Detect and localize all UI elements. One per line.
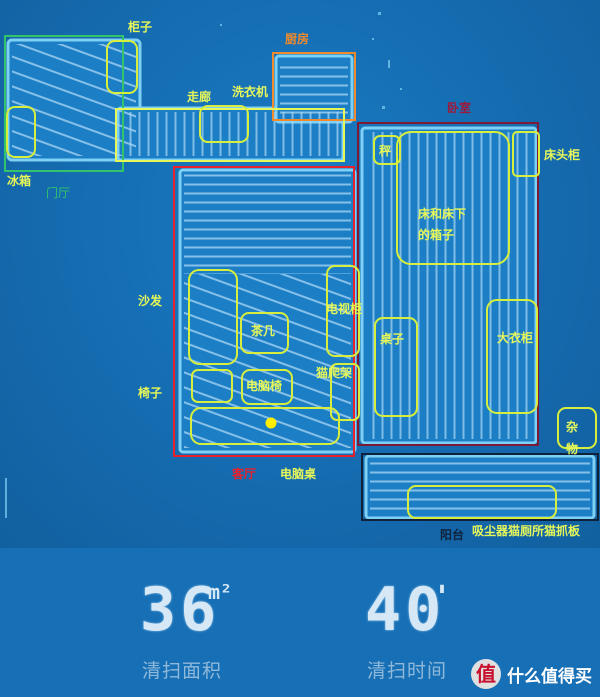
computer-chair-box (241, 369, 293, 405)
label-nightstand: 床头柜 (544, 148, 581, 162)
sensor-noise (5, 12, 402, 518)
label-computer-desk: 电脑桌 (280, 467, 317, 481)
corridor-box (199, 105, 249, 143)
label-kitchen: 厨房 (285, 32, 310, 46)
nightstand-box (512, 131, 540, 177)
sofa-box (188, 269, 238, 365)
label-tv-cabinet: 电视柜 (326, 302, 363, 316)
cleaning-paths (12, 44, 590, 514)
desk-box (374, 317, 418, 417)
label-bed-line1: 床和床下 (418, 207, 467, 221)
label-washing-machine: 洗衣机 (232, 85, 269, 99)
robot-dot (265, 417, 277, 429)
sundries-box (557, 407, 597, 449)
cabinet-box (106, 40, 138, 94)
label-scale: 秤 (379, 144, 392, 158)
time-unit: ' (433, 580, 452, 615)
cleaning-map[interactable]: 厨房 卧室 客厅 阳台 门厅 柜子 冰箱 走廊 洗衣机 秤 床头柜 床和床下 的… (0, 0, 600, 548)
balcony-outline (361, 453, 599, 521)
cleaning-stats: 36 m² 清扫面积 40 ' 清扫时间 值 什么值得买 (0, 548, 600, 697)
wardrobe-box (486, 299, 538, 414)
tea-table-box (240, 312, 289, 354)
corridor-outline (115, 108, 345, 162)
label-tea-table: 茶几 (251, 324, 276, 338)
label-sundries-line2: 物 (566, 442, 579, 456)
label-desk: 桌子 (380, 332, 405, 346)
label-wardrobe: 大衣柜 (497, 331, 534, 345)
balcony-items-box (407, 485, 557, 519)
label-sofa: 沙发 (138, 294, 163, 308)
bed-box (396, 131, 510, 265)
chair-box (191, 369, 233, 403)
tv-cabinet-box (326, 265, 360, 357)
label-computer-chair: 电脑椅 (246, 379, 283, 393)
cat-tree-box (330, 363, 360, 421)
scale-box (373, 135, 401, 165)
label-corridor: 走廊 (187, 90, 212, 104)
kitchen-outline (272, 52, 356, 121)
label-cabinet: 柜子 (128, 20, 153, 34)
entrance-outline (4, 35, 124, 172)
label-entrance-hall: 门厅 (46, 186, 71, 200)
area-value: 36 (140, 575, 221, 645)
time-value: 40 (365, 575, 446, 645)
watermark: 值 什么值得买 (471, 659, 592, 689)
area-label: 清扫面积 (142, 660, 223, 682)
map-canvas (4, 12, 599, 521)
label-bed-line2: 的箱子 (418, 228, 455, 242)
area-unit: m² (208, 580, 233, 604)
label-bedroom: 卧室 (447, 101, 472, 115)
computer-desk-box (190, 407, 340, 445)
fridge-box (6, 106, 36, 158)
object-annotations (6, 40, 597, 519)
label-balcony-items: 吸尘器猫厕所猫抓板 (472, 524, 581, 538)
label-chair: 椅子 (138, 386, 163, 400)
watermark-logo-icon: 值 (471, 659, 501, 689)
time-label: 清扫时间 (367, 660, 448, 682)
label-fridge: 冰箱 (7, 174, 32, 188)
label-living-room: 客厅 (232, 467, 257, 481)
living-room-outline (173, 166, 355, 457)
label-cat-tree: 猫爬架 (316, 366, 353, 380)
label-sundries-line1: 杂 (566, 420, 579, 434)
watermark-text: 什么值得买 (507, 666, 592, 687)
label-balcony: 阳台 (440, 528, 465, 542)
